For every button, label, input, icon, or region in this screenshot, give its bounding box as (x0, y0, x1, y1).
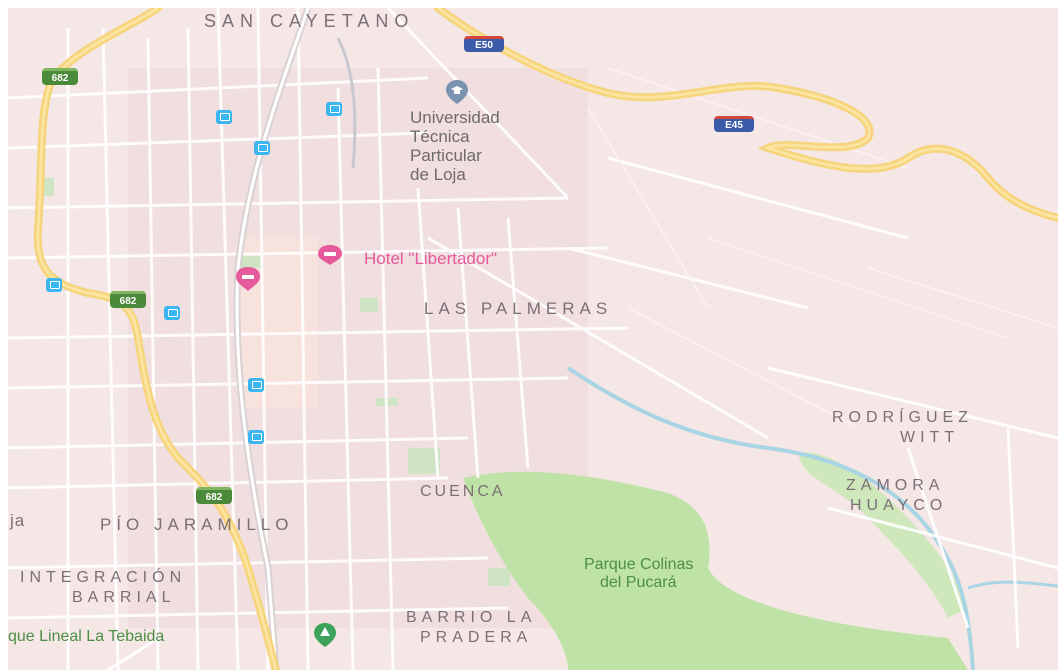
park-label-line1: Parque Colinas (584, 556, 694, 573)
hotel-pin-icon[interactable] (316, 244, 344, 266)
poi-label-university-line4: de Loja (410, 165, 466, 184)
neighborhood-label-barrial: BARRIAL (72, 589, 176, 606)
poi-label-university-line2: Técnica (410, 127, 470, 146)
bus-stop-icon[interactable] (164, 306, 180, 320)
neighborhood-label-pio-jaramillo: PÍO JARAMILLO (100, 515, 294, 534)
bus-stop-icon[interactable] (216, 110, 232, 124)
bus-stop-icon[interactable] (254, 141, 270, 155)
poi-label-hotel: Hotel "Libertador" (364, 249, 498, 268)
neighborhood-label-witt: WITT (900, 429, 960, 446)
park-pin-icon[interactable] (312, 622, 338, 648)
neighborhood-label-pradera: PRADERA (420, 629, 533, 646)
bus-stop-icon[interactable] (46, 278, 62, 292)
route-682-shield: 682 (196, 487, 232, 504)
city-label-fragment: ja (10, 511, 26, 530)
bus-stop-icon[interactable] (248, 378, 264, 392)
hotel-pin-icon[interactable] (234, 266, 262, 292)
neighborhood-label-integracion: INTEGRACIÓN (20, 569, 187, 586)
neighborhood-label-cuenca: CUENCA (420, 483, 506, 500)
park-label-line2: del Pucará (600, 574, 677, 591)
neighborhood-label-rodriguez: RODRÍGUEZ (832, 409, 973, 426)
bus-stop-icon[interactable] (326, 102, 342, 116)
neighborhood-label-barrio-la: BARRIO LA (406, 609, 537, 626)
neighborhood-label-las-palmeras: LAS PALMERAS (424, 299, 613, 318)
e45-highway-shield: E45 (714, 116, 754, 132)
poi-label-university-line3: Particular (410, 146, 482, 165)
park-label-lineal-tebaida: que Lineal La Tebaida (8, 628, 165, 645)
e50-highway-shield: E50 (464, 36, 504, 52)
university-pin-icon[interactable] (444, 78, 470, 106)
neighborhood-label-huayco: HUAYCO (850, 497, 948, 514)
poi-label-university-line1: Universidad (410, 108, 500, 127)
neighborhood-label-zamora: ZAMORA (846, 477, 945, 494)
route-682-shield: 682 (110, 291, 146, 308)
bus-stop-icon[interactable] (248, 430, 264, 444)
route-682-shield: 682 (42, 68, 78, 85)
map-base-layer (8, 8, 1058, 670)
map-view[interactable]: E50 E45 682 682 682 SAN CAYETANO LAS PAL… (8, 8, 1058, 670)
neighborhood-label-san-cayetano: SAN CAYETANO (204, 11, 415, 31)
